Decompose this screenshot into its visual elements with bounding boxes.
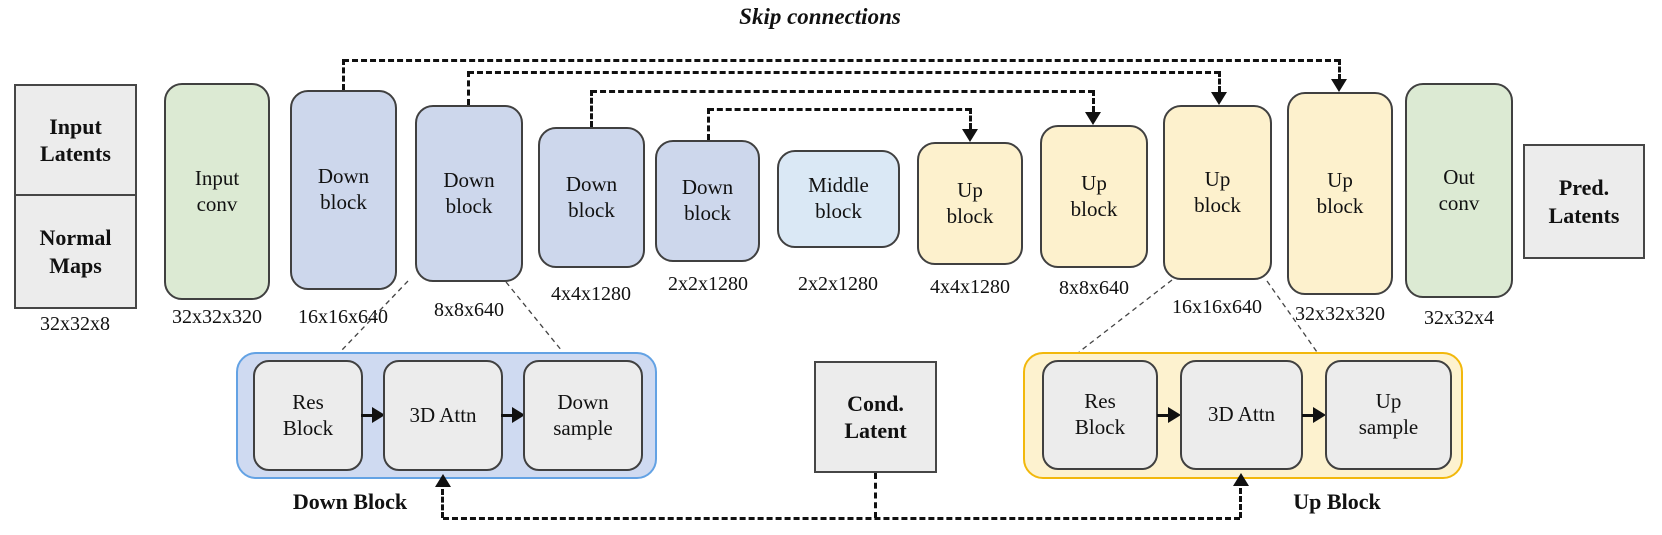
skip-line-2-horizontal [468,71,1220,74]
skip-line-2-arrowhead-icon [1211,92,1227,105]
cond-latent-box: Cond. Latent [814,361,937,473]
input-stack: Input Latents Normal Maps [14,84,137,309]
down-block-3-label: Down block [565,171,618,222]
pred-latents-label: Pred. Latents [1548,175,1620,228]
down-detail-arrow-1-icon [361,407,385,423]
cond-arrow-down-attn-icon [435,474,451,487]
up-block-1-dim: 4x4x1280 [930,276,1010,298]
down-block-3-dim: 4x4x1280 [551,283,631,305]
down-detail-attn-block: 3D Attn [383,360,503,471]
skip-line-4-horizontal [708,108,971,111]
down-block-1: Down block [290,90,397,290]
pred-latents-box: Pred. Latents [1523,144,1645,259]
input-latents-box: Input Latents [16,86,135,196]
input-conv-label: Input conv [194,165,240,216]
up-detail-arrow-2-icon [1302,407,1326,423]
up-detail-arrow-1-icon [1157,407,1181,423]
skip-line-4-target-stub [969,108,972,129]
up-block-3: Up block [1163,105,1272,280]
cond-arrow-up-attn-icon [1233,473,1249,486]
down-detail-res-block: Res Block [253,360,363,471]
up-block-1: Up block [917,142,1023,265]
cond-line-horizontal [443,517,1240,520]
out-conv-label: Out conv [1438,164,1480,215]
down-detail-res-label: Res Block [282,389,334,440]
down-block-3: Down block [538,127,645,268]
down-detail-sample-label: Down sample [553,389,613,440]
cond-stub-up-attn [1239,488,1242,518]
skip-line-3-arrowhead-icon [1085,112,1101,125]
up-detail-res-label: Res Block [1074,389,1126,439]
skip-line-1-horizontal [343,59,1340,62]
up-detail-attn-block: 3D Attn [1180,360,1303,470]
skip-line-2-source-stub [467,71,470,105]
up-block-1-label: Up block [946,177,994,228]
down-block-2: Down block [415,105,523,282]
normal-maps-box: Normal Maps [16,196,135,307]
down-block-4: Down block [655,140,760,262]
down-block-detail-title: Down Block [292,489,408,514]
skip-line-4-source-stub [707,108,710,140]
up-block-4: Up block [1287,92,1393,295]
out-conv-block: Out conv [1405,83,1513,298]
up-block-detail-title: Up Block [1293,489,1381,514]
up-detail-sample-block: Up sample [1325,360,1452,470]
input-conv-dim: 32x32x320 [172,306,262,328]
cond-latent-label: Cond. Latent [844,390,907,444]
input-latents-label: Input Latents [40,113,111,167]
skip-line-3-target-stub [1092,90,1095,112]
cond-stub-down-attn [441,489,444,518]
up-block-2-label: Up block [1070,170,1118,221]
middle-block: Middle block [777,150,900,248]
down-block-4-dim: 2x2x1280 [668,273,748,295]
skip-line-1-arrowhead-icon [1331,79,1347,92]
down-block-2-label: Down block [443,167,495,218]
middle-block-dim: 2x2x1280 [798,273,878,295]
skip-line-1-target-stub [1338,59,1341,80]
down-block-1-dim: 16x16x640 [298,306,388,328]
down-detail-arrow-2-icon [501,407,525,423]
diagram-title: Skip connections [739,4,901,29]
down-block-4-label: Down block [681,175,734,225]
cond-latent-stub [874,473,877,518]
skip-line-3-source-stub [590,90,593,127]
up-block-2: Up block [1040,125,1148,268]
up-detail-attn-label: 3D Attn [1207,402,1276,427]
up-detail-res-block: Res Block [1042,360,1158,470]
skip-line-1-source-stub [342,59,345,90]
skip-line-3-horizontal [591,90,1094,93]
down-detail-attn-label: 3D Attn [409,402,477,427]
up-block-4-label: Up block [1316,167,1364,218]
skip-line-2-target-stub [1218,71,1221,92]
skip-line-4-arrowhead-icon [962,129,978,142]
up-block-3-label: Up block [1194,166,1241,217]
down-detail-sample-block: Down sample [523,360,643,471]
down-block-1-label: Down block [317,164,370,214]
middle-block-label: Middle block [808,173,869,223]
input-conv-block: Input conv [164,83,270,300]
out-conv-dim: 32x32x4 [1424,307,1494,329]
up-block-2-dim: 8x8x640 [1059,277,1129,299]
down-block-2-dim: 8x8x640 [434,299,504,321]
up-detail-sample-label: Up sample [1358,389,1419,439]
up-block-3-dim: 16x16x640 [1172,296,1262,318]
normal-maps-label: Normal Maps [39,225,112,278]
input-stack-dim: 32x32x8 [40,313,110,335]
